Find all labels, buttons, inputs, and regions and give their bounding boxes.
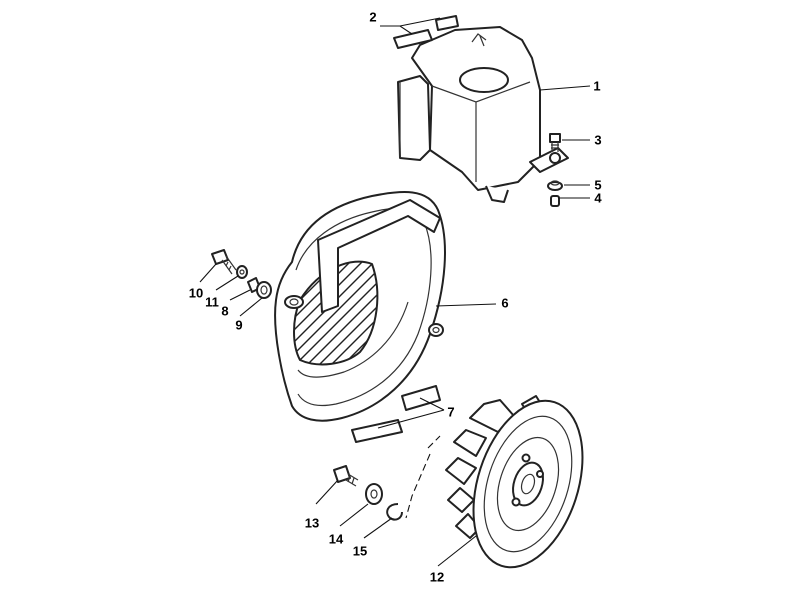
- callout-11: 11: [205, 294, 219, 310]
- callout-15: 15: [352, 543, 368, 559]
- clip-part-15: [386, 503, 403, 521]
- callout-9: 9: [235, 317, 243, 333]
- callout-5: 5: [594, 177, 602, 193]
- callout-4: 4: [594, 190, 602, 206]
- grommet-part-5: [547, 180, 563, 191]
- callout-3: 3: [594, 132, 602, 148]
- washer-part-14: [365, 483, 383, 505]
- bolt-part-10: [211, 249, 237, 275]
- bolt-part-13: [333, 465, 359, 487]
- blower-housing-part: [274, 191, 446, 422]
- washer-part-11: [236, 265, 248, 279]
- callout-13: 13: [304, 515, 320, 531]
- callout-12: 12: [429, 569, 445, 585]
- leader-lines: [199, 17, 591, 567]
- callout-7: 7: [447, 404, 455, 420]
- spacer-part-4: [550, 195, 560, 207]
- engine-cover-part: [397, 26, 569, 203]
- callout-14: 14: [328, 531, 344, 547]
- pad-part-2: [393, 15, 459, 49]
- callout-2: 2: [369, 9, 377, 25]
- screw-part-3: [549, 133, 561, 152]
- callout-8: 8: [221, 303, 229, 319]
- callout-6: 6: [501, 295, 509, 311]
- callout-1: 1: [593, 78, 601, 94]
- flywheel-part: [445, 395, 584, 569]
- grommet-part-9: [256, 281, 272, 299]
- callout-10: 10: [188, 285, 204, 301]
